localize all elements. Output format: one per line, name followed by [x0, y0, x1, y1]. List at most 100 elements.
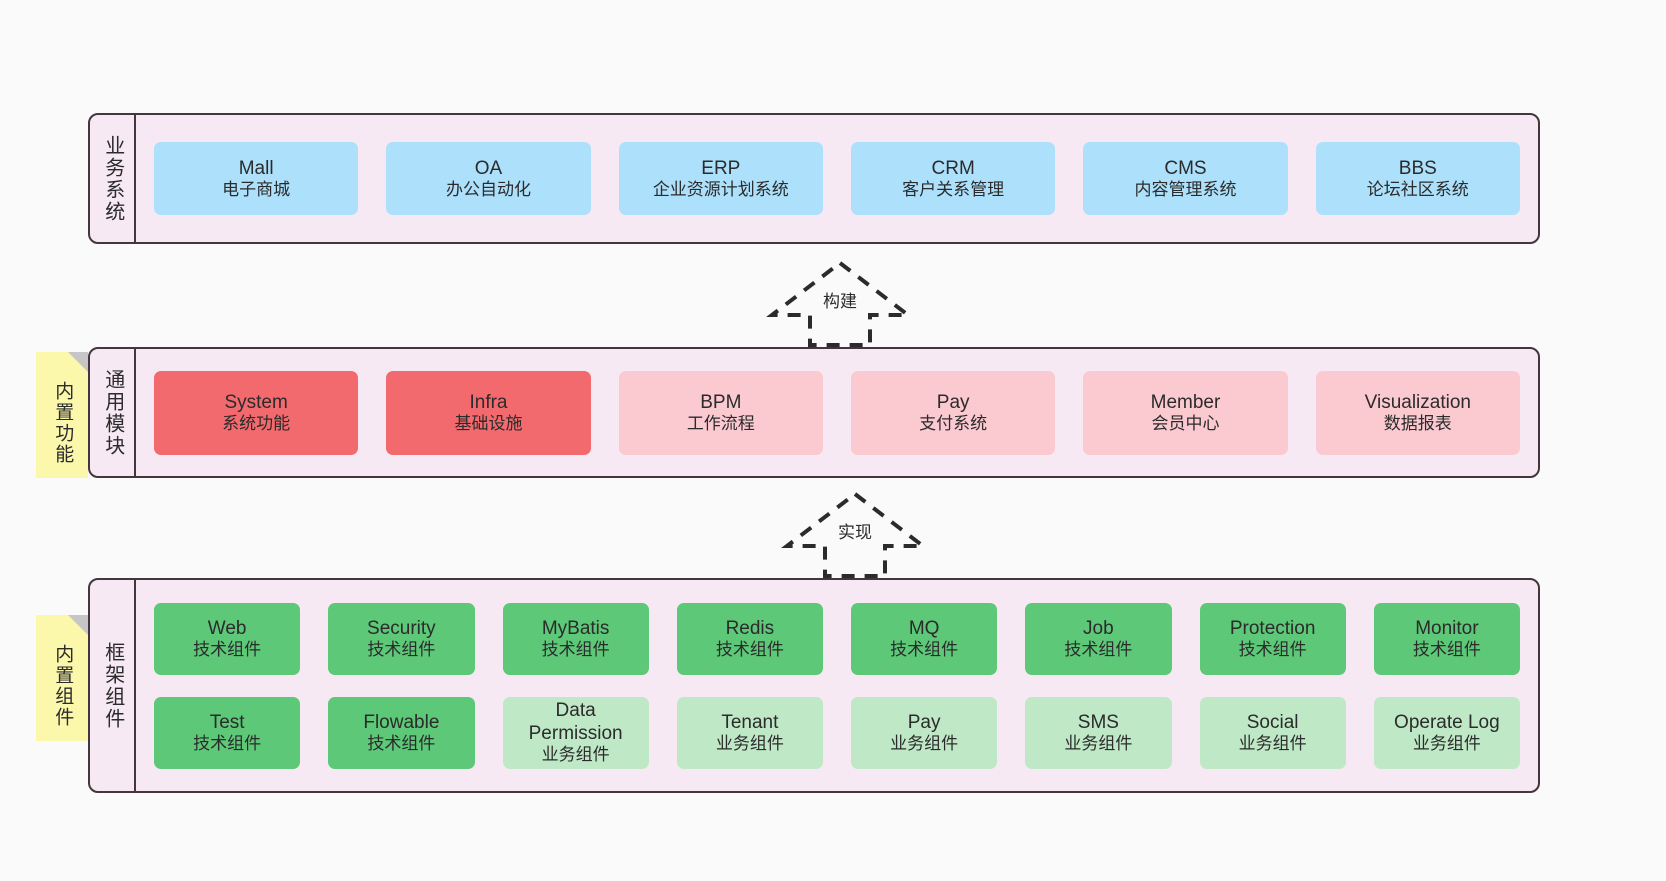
card-desc: 业务组件 [1412, 733, 1481, 753]
card-title: SMS [1077, 711, 1119, 733]
arrow-build-up: 构建 [760, 257, 920, 349]
sticky-note-builtin-function-text: 内置功能 [52, 381, 74, 465]
arrow-implement-label: 实现 [838, 523, 872, 542]
card-infra[interactable]: Infra 基础设施 [386, 370, 591, 455]
card-bpm[interactable]: BPM 工作流程 [618, 370, 823, 455]
card-title: Redis [725, 617, 775, 639]
card-desc: 支付系统 [919, 413, 988, 433]
layer-framework-components: 框架组件 Web 技术组件 Security 技术组件 MyBatis 技术组件… [88, 578, 1540, 793]
arrow-build-label: 构建 [823, 292, 857, 311]
layer-body-framework: Web 技术组件 Security 技术组件 MyBatis 技术组件 Redi… [136, 580, 1538, 791]
card-mybatis[interactable]: MyBatis 技术组件 [502, 602, 649, 675]
card-data-permission[interactable]: Data Permission 业务组件 [502, 696, 649, 769]
card-desc: 会员中心 [1151, 413, 1220, 433]
card-title: Protection [1229, 617, 1316, 639]
card-title: Social [1246, 711, 1299, 733]
card-title: Pay [907, 711, 941, 733]
card-title: Job [1083, 617, 1114, 639]
card-title: Test [209, 711, 245, 733]
card-tenant[interactable]: Tenant 业务组件 [676, 696, 823, 769]
card-title: Tenant [721, 711, 779, 733]
arrow-implement-up: 实现 [775, 488, 935, 580]
card-desc: 业务组件 [1064, 733, 1133, 753]
card-sms[interactable]: SMS 业务组件 [1025, 696, 1172, 769]
card-web[interactable]: Web 技术组件 [154, 602, 301, 675]
layer-label-common-text: 通用模块 [101, 368, 124, 457]
card-oa[interactable]: OA 办公自动化 [386, 142, 591, 215]
card-title: Infra [469, 391, 508, 413]
framework-business-row: Test 技术组件 Flowable 技术组件 Data Permission … [154, 696, 1520, 769]
card-bbs[interactable]: BBS 论坛社区系统 [1315, 142, 1520, 215]
card-title: Web [207, 617, 247, 639]
card-desc: 论坛社区系统 [1366, 179, 1469, 199]
card-title: Monitor [1415, 617, 1479, 639]
common-card-row: System 系统功能 Infra 基础设施 BPM 工作流程 Pay 支付系统… [154, 370, 1520, 455]
card-desc: 技术组件 [193, 639, 262, 659]
card-crm[interactable]: CRM 客户关系管理 [850, 142, 1056, 215]
card-desc: 技术组件 [367, 639, 436, 659]
card-desc: 技术组件 [367, 733, 436, 753]
card-mq[interactable]: MQ 技术组件 [851, 602, 998, 675]
layer-business-systems: 业务系统 Mall 电子商城 OA 办公自动化 ERP 企业资源计划系统 CRM [88, 113, 1540, 244]
layer-label-business-text: 业务系统 [101, 134, 124, 223]
card-desc: 业务组件 [1238, 733, 1307, 753]
card-title: MQ [908, 617, 940, 639]
card-desc: 内容管理系统 [1134, 179, 1237, 199]
card-member[interactable]: Member 会员中心 [1083, 370, 1288, 455]
layer-body-common: System 系统功能 Infra 基础设施 BPM 工作流程 Pay 支付系统… [136, 349, 1538, 476]
card-desc: 技术组件 [193, 733, 262, 753]
sticky-note-builtin-component-text: 内置组件 [52, 644, 74, 728]
card-visualization[interactable]: Visualization 数据报表 [1315, 370, 1520, 455]
card-pay-module[interactable]: Pay 支付系统 [850, 370, 1056, 455]
card-mall[interactable]: Mall 电子商城 [154, 142, 359, 215]
card-title: Visualization [1364, 391, 1471, 413]
card-security[interactable]: Security 技术组件 [328, 602, 475, 675]
card-title: CRM [931, 157, 975, 179]
layer-label-framework: 框架组件 [90, 580, 136, 791]
card-title: MyBatis [541, 617, 610, 639]
card-flowable[interactable]: Flowable 技术组件 [328, 696, 475, 769]
card-test[interactable]: Test 技术组件 [154, 696, 301, 769]
card-desc: 业务组件 [541, 745, 610, 765]
card-title: Security [367, 617, 436, 639]
card-desc: 办公自动化 [445, 179, 531, 199]
card-title: Data Permission [528, 699, 623, 745]
business-card-row: Mall 电子商城 OA 办公自动化 ERP 企业资源计划系统 CRM 客户关系… [154, 142, 1520, 215]
card-pay-component[interactable]: Pay 业务组件 [851, 696, 998, 769]
card-title: ERP [701, 157, 741, 179]
card-desc: 数据报表 [1383, 413, 1452, 433]
card-desc: 客户关系管理 [902, 179, 1005, 199]
card-title: Member [1150, 391, 1221, 413]
card-title: Pay [936, 391, 970, 413]
card-desc: 技术组件 [1064, 639, 1133, 659]
card-title: CMS [1164, 157, 1207, 179]
card-title: OA [474, 157, 503, 179]
card-title: Mall [238, 157, 274, 179]
card-desc: 系统功能 [222, 413, 291, 433]
card-desc: 技术组件 [1412, 639, 1481, 659]
note-fold-corner-icon [68, 352, 88, 372]
card-erp[interactable]: ERP 企业资源计划系统 [618, 142, 823, 215]
card-social[interactable]: Social 业务组件 [1199, 696, 1346, 769]
card-redis[interactable]: Redis 技术组件 [676, 602, 823, 675]
card-desc: 业务组件 [890, 733, 959, 753]
card-cms[interactable]: CMS 内容管理系统 [1083, 142, 1288, 215]
card-desc: 业务组件 [715, 733, 784, 753]
layer-label-common: 通用模块 [90, 349, 136, 476]
card-monitor[interactable]: Monitor 技术组件 [1373, 602, 1520, 675]
card-title: Flowable [363, 711, 440, 733]
layer-label-framework-text: 框架组件 [101, 641, 124, 730]
card-protection[interactable]: Protection 技术组件 [1199, 602, 1346, 675]
note-fold-corner-icon [68, 615, 88, 635]
sticky-note-builtin-component: 内置组件 [36, 615, 88, 741]
card-desc: 工作流程 [686, 413, 755, 433]
card-job[interactable]: Job 技术组件 [1025, 602, 1172, 675]
card-title: Operate Log [1394, 711, 1500, 733]
card-title: System [224, 391, 288, 413]
card-operate-log[interactable]: Operate Log 业务组件 [1373, 696, 1520, 769]
card-title: BPM [700, 391, 742, 413]
layer-label-business: 业务系统 [90, 115, 136, 242]
card-system[interactable]: System 系统功能 [154, 370, 359, 455]
card-desc: 基础设施 [454, 413, 523, 433]
